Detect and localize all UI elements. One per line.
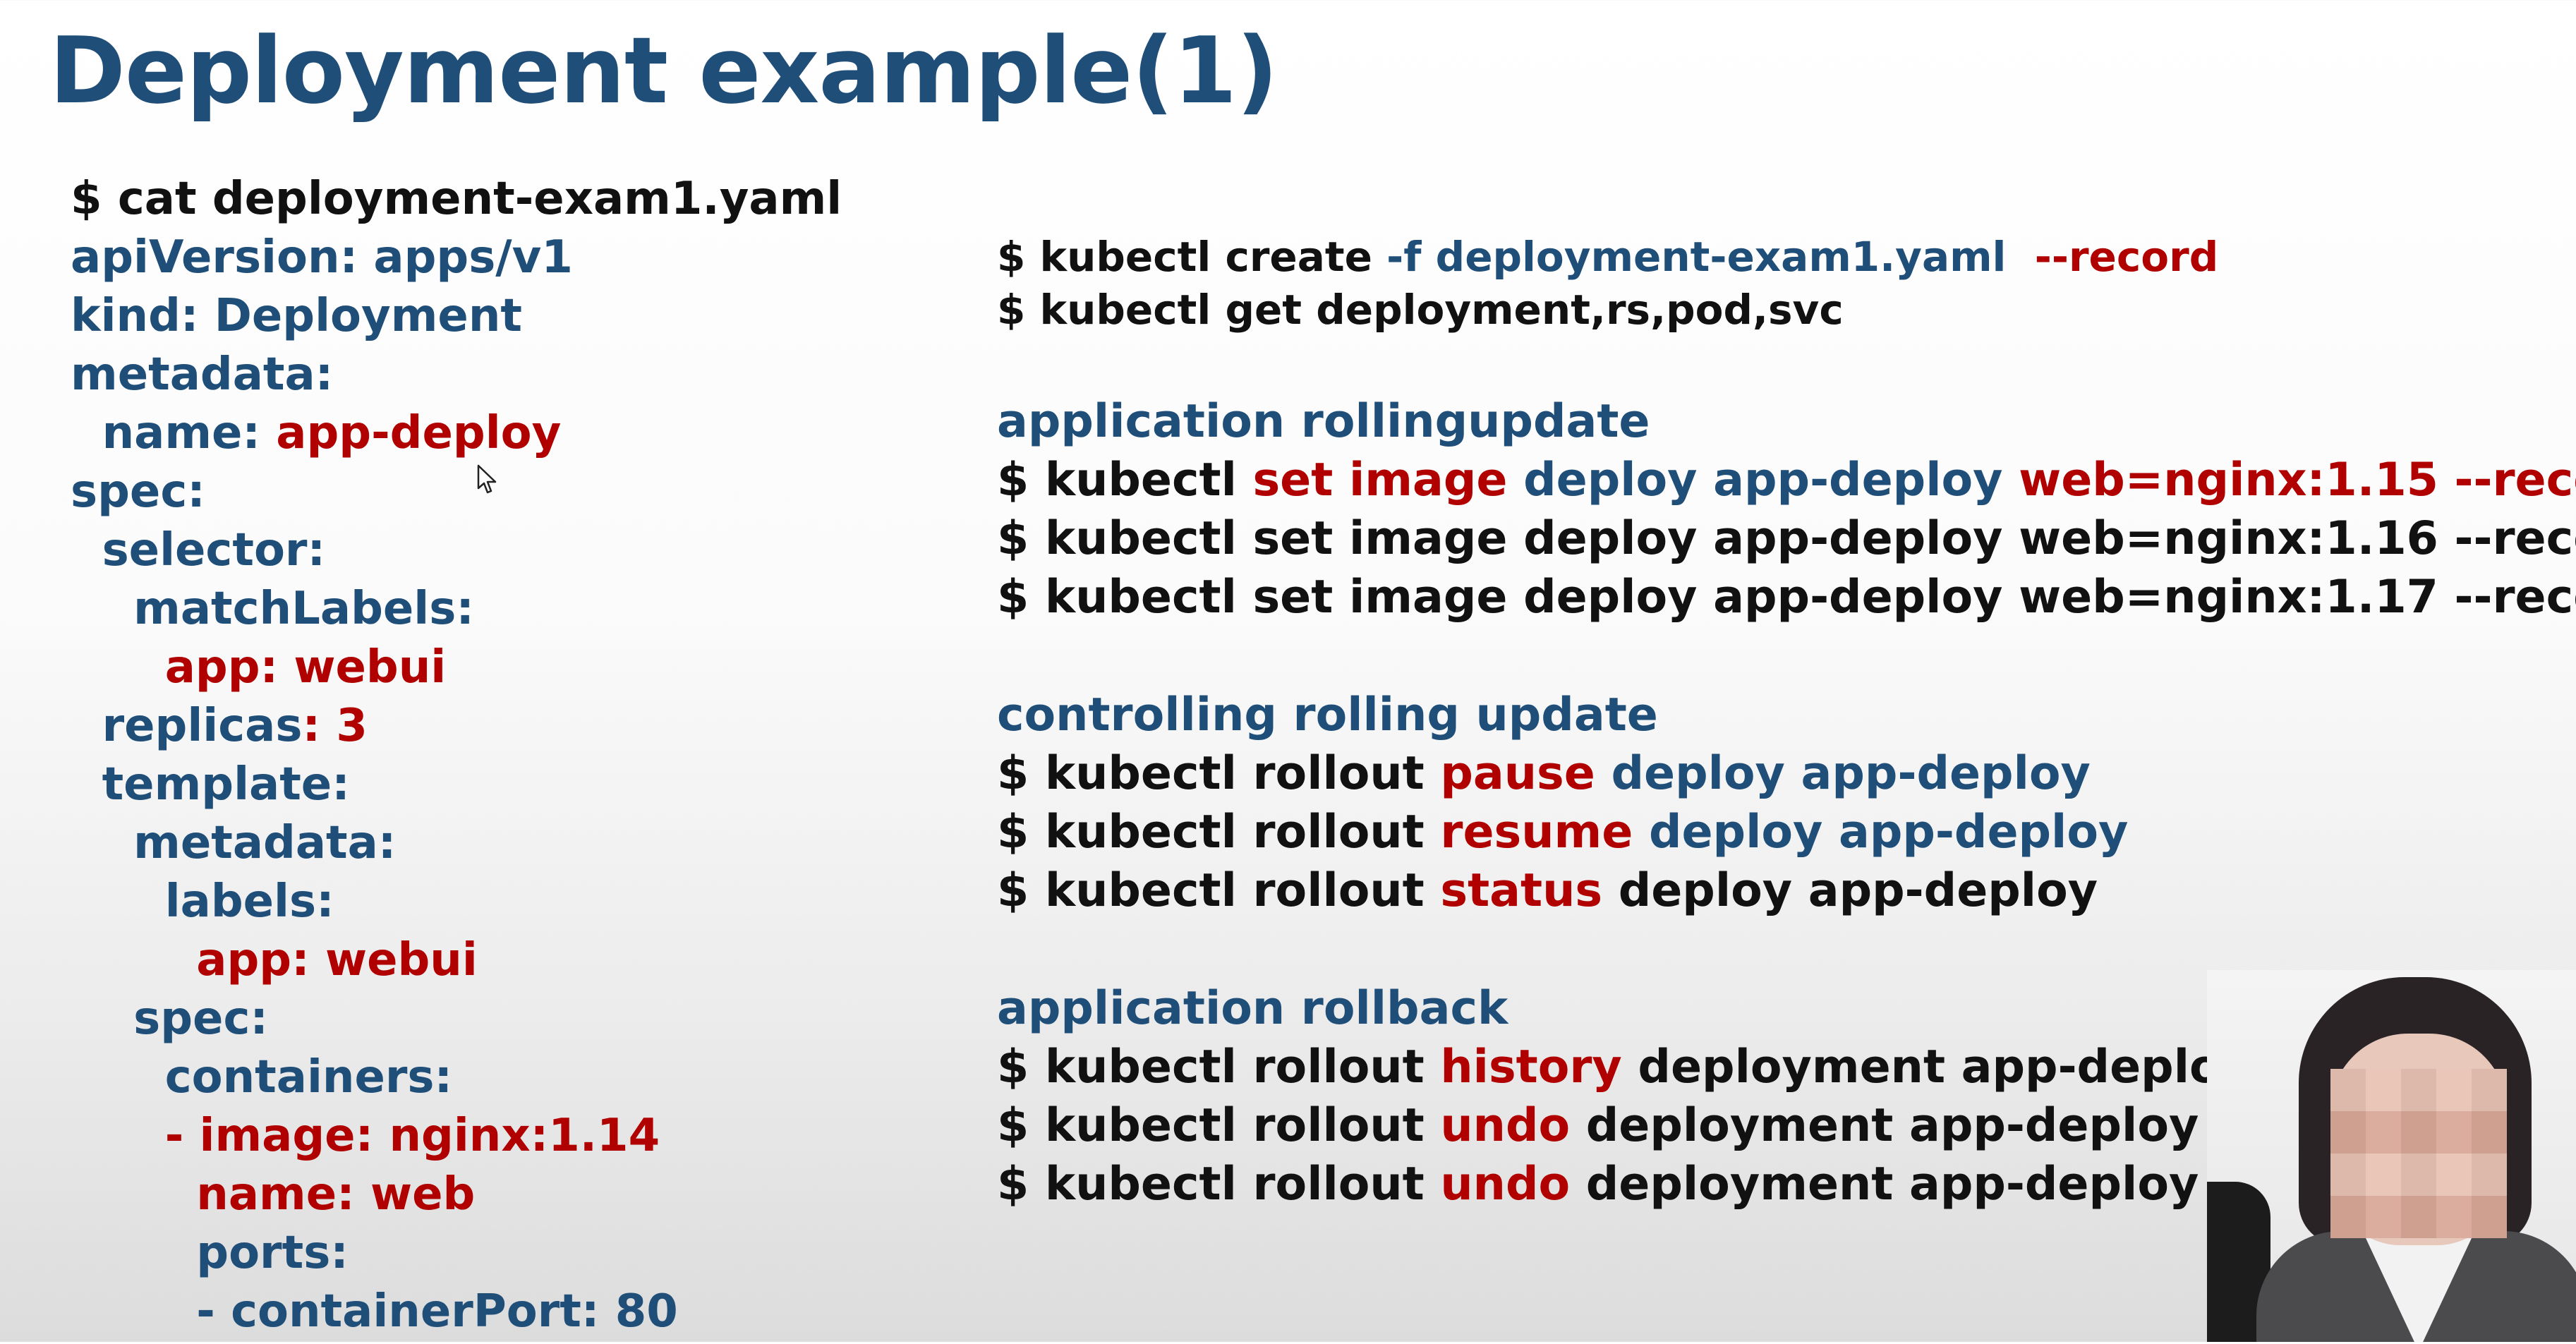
code-token: deploy app-deploy xyxy=(1618,864,2098,917)
code-token: name: web xyxy=(71,1168,476,1221)
yaml-line: labels: xyxy=(71,876,334,928)
face-blur xyxy=(2330,1069,2507,1238)
code-token: metadata: xyxy=(71,349,334,401)
command-line: $ kubectl set image deploy app-deploy we… xyxy=(997,571,2576,624)
code-token: set image xyxy=(1252,454,1524,507)
yaml-line: app: webui xyxy=(71,641,447,694)
code-token: $ kubectl rollout xyxy=(997,1041,1441,1094)
slide-title: Deployment example(1) xyxy=(49,17,1278,124)
code-token: template: xyxy=(71,758,350,811)
code-token: : 3 xyxy=(302,700,368,752)
code-token: ports: xyxy=(71,1227,349,1279)
code-token: deploy app-deploy xyxy=(1611,747,2091,800)
command-line: $ kubectl set image deploy app-deploy we… xyxy=(997,512,2576,565)
code-token: --record xyxy=(2006,233,2219,281)
code-token: deploy app-deploy xyxy=(1523,454,2019,507)
command-line: $ kubectl create -f deployment-exam1.yam… xyxy=(997,233,2218,281)
code-token: selector: xyxy=(71,524,326,576)
section-heading: application rollback xyxy=(997,982,1508,1035)
presenter-video xyxy=(2207,970,2576,1342)
command-line: $ kubectl rollout resume deploy app-depl… xyxy=(997,806,2128,859)
code-token: - containerPort: 80 xyxy=(71,1285,678,1338)
yaml-line: spec: xyxy=(71,466,205,518)
yaml-line: template: xyxy=(71,758,350,811)
code-token: spec: xyxy=(71,466,205,518)
code-token: spec: xyxy=(71,993,268,1045)
code-token: $ kubectl rollout xyxy=(997,1099,1441,1152)
code-token: app: webui xyxy=(71,934,478,986)
yaml-line: spec: xyxy=(71,993,268,1045)
yaml-line: replicas: 3 xyxy=(71,700,368,752)
code-token: $ kubectl xyxy=(997,454,1253,507)
code-token: replicas xyxy=(71,700,303,752)
yaml-line: ports: xyxy=(71,1227,349,1279)
code-token: metadata: xyxy=(71,817,397,869)
code-token: $ kubectl create xyxy=(997,233,1387,281)
code-token: app: webui xyxy=(71,641,447,694)
yaml-line: - containerPort: 80 xyxy=(71,1285,678,1338)
yaml-line: name: app-deploy xyxy=(71,407,562,459)
rolling-update-section: application rollingupdate $ kubectl set … xyxy=(997,395,2576,635)
code-token: $ kubectl rollout xyxy=(997,1158,1441,1211)
code-token: pause xyxy=(1440,747,1611,800)
create-commands: $ kubectl create -f deployment-exam1.yam… xyxy=(997,233,2549,346)
code-token: status xyxy=(1440,864,1619,917)
code-token: deploy app-deploy xyxy=(1648,806,2129,859)
command-line: $ kubectl rollout history deployment app… xyxy=(997,1041,2251,1094)
yaml-line: metadata: xyxy=(71,349,333,401)
code-token: labels: xyxy=(71,876,334,928)
code-token: -f deployment-exam1.yaml xyxy=(1386,233,2007,281)
code-token: $ cat deployment-exam1.yaml xyxy=(71,173,842,225)
command-line: $ kubectl set image deploy app-deploy we… xyxy=(997,454,2576,507)
yaml-line: name: web xyxy=(71,1168,475,1221)
code-token: containers: xyxy=(71,1051,453,1103)
code-token: $ kubectl set image deploy app-deploy we… xyxy=(997,512,2576,565)
code-token: history xyxy=(1440,1041,1638,1094)
mouse-pointer-icon xyxy=(477,464,497,494)
control-section: controlling rolling update $ kubectl rol… xyxy=(997,689,2549,928)
yaml-line: apiVersion: apps/v1 xyxy=(71,231,573,284)
code-token: name: xyxy=(71,407,277,459)
code-token: $ kubectl rollout xyxy=(997,806,1441,859)
yaml-line: matchLabels: xyxy=(71,583,474,635)
code-token: $ kubectl rollout xyxy=(997,864,1441,917)
code-token: $ kubectl rollout xyxy=(997,747,1441,800)
yaml-line: selector: xyxy=(71,524,326,576)
code-token: app-deploy xyxy=(276,407,562,459)
code-token: web=nginx:1.15 --record xyxy=(2019,454,2576,507)
section-heading: controlling rolling update xyxy=(997,689,1658,741)
code-token: apiVersion: apps/v1 xyxy=(71,231,573,284)
code-token: undo xyxy=(1440,1099,1586,1152)
command-line: $ kubectl rollout undo deployment app-de… xyxy=(997,1158,2199,1211)
code-token: kind: Deployment xyxy=(71,290,522,342)
code-token: deployment app-deploy xyxy=(1638,1041,2251,1094)
yaml-line: app: webui xyxy=(71,934,478,986)
yaml-line: metadata: xyxy=(71,817,396,869)
code-token: undo xyxy=(1440,1158,1586,1211)
command-line: $ kubectl rollout status deploy app-depl… xyxy=(997,864,2098,917)
code-token: $ kubectl set image deploy app-deploy we… xyxy=(997,571,2576,624)
code-token: - image: nginx:1.14 xyxy=(71,1110,660,1162)
code-token: resume xyxy=(1440,806,1649,859)
yaml-line: kind: Deployment xyxy=(71,290,522,342)
code-token: deployment app-deploy xyxy=(1585,1158,2199,1211)
section-heading: application rollingupdate xyxy=(997,395,1650,448)
code-token: $ kubectl get deployment,rs,pod,svc xyxy=(997,286,1844,334)
yaml-line: containers: xyxy=(71,1051,452,1103)
code-token: matchLabels: xyxy=(71,583,474,635)
yaml-line: $ cat deployment-exam1.yaml xyxy=(71,173,842,225)
yaml-line: - image: nginx:1.14 xyxy=(71,1110,660,1162)
command-line: $ kubectl rollout pause deploy app-deplo… xyxy=(997,747,2091,800)
command-line: $ kubectl get deployment,rs,pod,svc xyxy=(997,286,1844,334)
yaml-block: $ cat deployment-exam1.yaml apiVersion: … xyxy=(71,173,988,1344)
